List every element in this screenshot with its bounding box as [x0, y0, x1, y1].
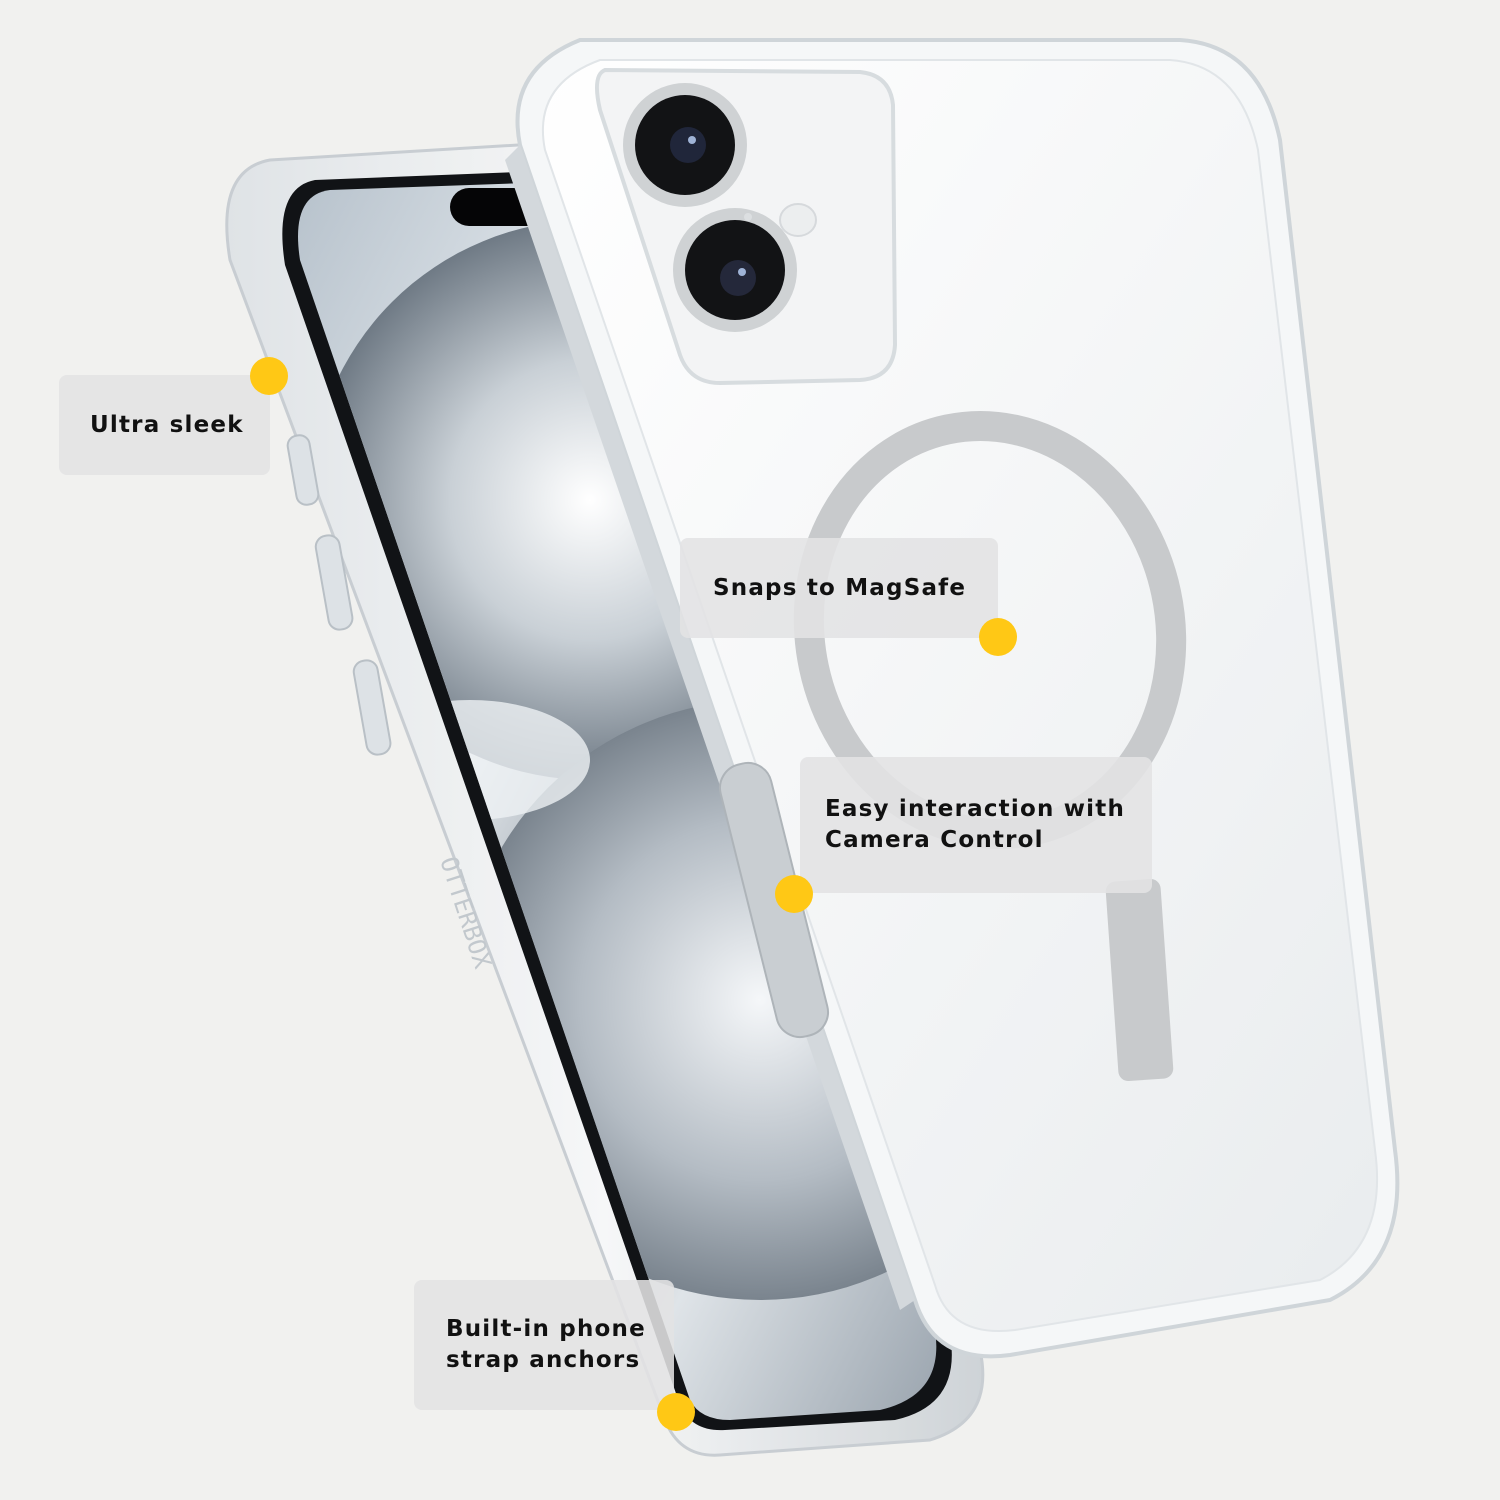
yellow-dot-marker-icon: [250, 357, 288, 395]
callout-magsafe: Snaps to MagSafe: [680, 538, 998, 638]
yellow-dot-marker-icon: [657, 1393, 695, 1431]
yellow-dot-marker-icon: [775, 875, 813, 913]
callout-label: Snaps to MagSafe: [713, 574, 967, 601]
callout-strap-anchors: Built-in phone strap anchors: [414, 1280, 674, 1410]
callout-label: Built-in phone strap anchors: [446, 1316, 646, 1373]
yellow-dot-marker-icon: [979, 618, 1017, 656]
callout-camera-control: Easy interaction with Camera Control: [800, 757, 1152, 893]
callout-label: Ultra sleek: [90, 411, 244, 438]
callout-ultra-sleek: Ultra sleek: [59, 375, 270, 475]
callout-label: Easy interaction with Camera Control: [825, 796, 1126, 853]
